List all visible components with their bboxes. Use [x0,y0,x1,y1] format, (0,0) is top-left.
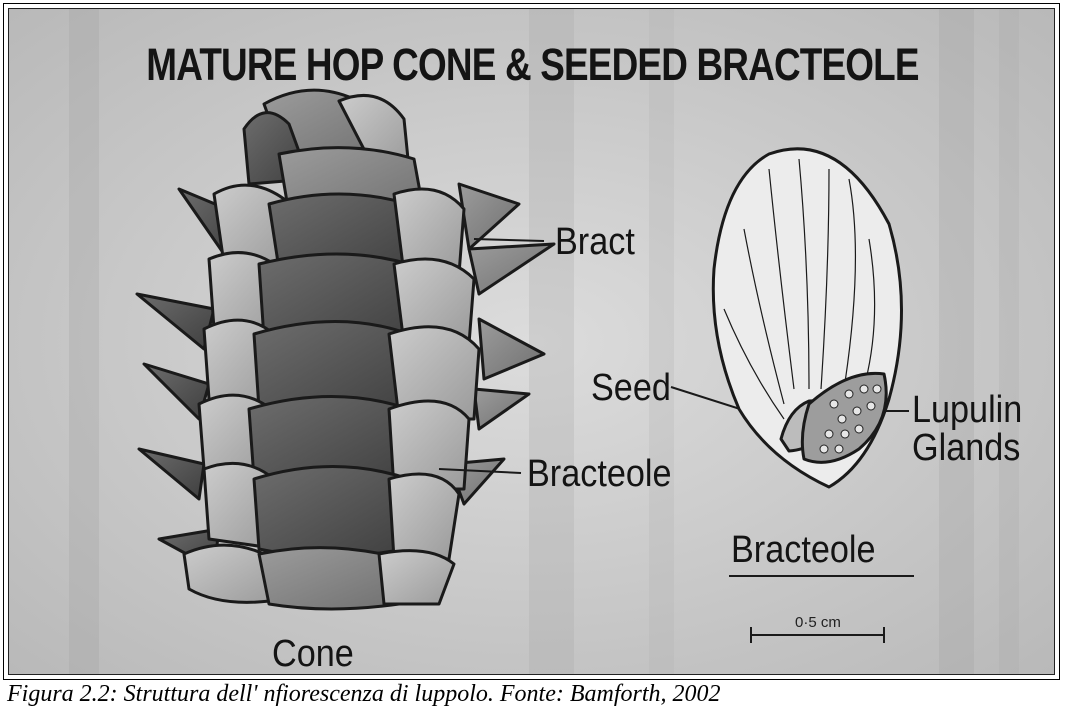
bract [254,467,409,557]
label-bracteole-heading: Bracteole [731,531,875,569]
hop-illustration [9,9,1055,675]
scale-bar-label: 0·5 cm [795,615,841,630]
figure-title: MATURE HOP CONE & SEEDED BRACTEOLE [103,39,962,91]
bract [379,551,454,604]
figure-caption: Figura 2.2: Struttura dell' nfiorescenza… [7,682,1057,706]
label-bracteole-cone: Bracteole [527,455,671,493]
label-bract: Bract [555,223,635,261]
label-seed: Seed [591,369,671,407]
label-glands: Glands [912,429,1020,467]
bract [389,474,459,559]
figure-frame: MATURE HOP CONE & SEEDED BRACTEOLE Bract… [3,3,1060,680]
label-cone: Cone [272,635,354,673]
label-lupulin: Lupulin [912,391,1022,429]
figure-image: MATURE HOP CONE & SEEDED BRACTEOLE Bract… [8,8,1055,675]
